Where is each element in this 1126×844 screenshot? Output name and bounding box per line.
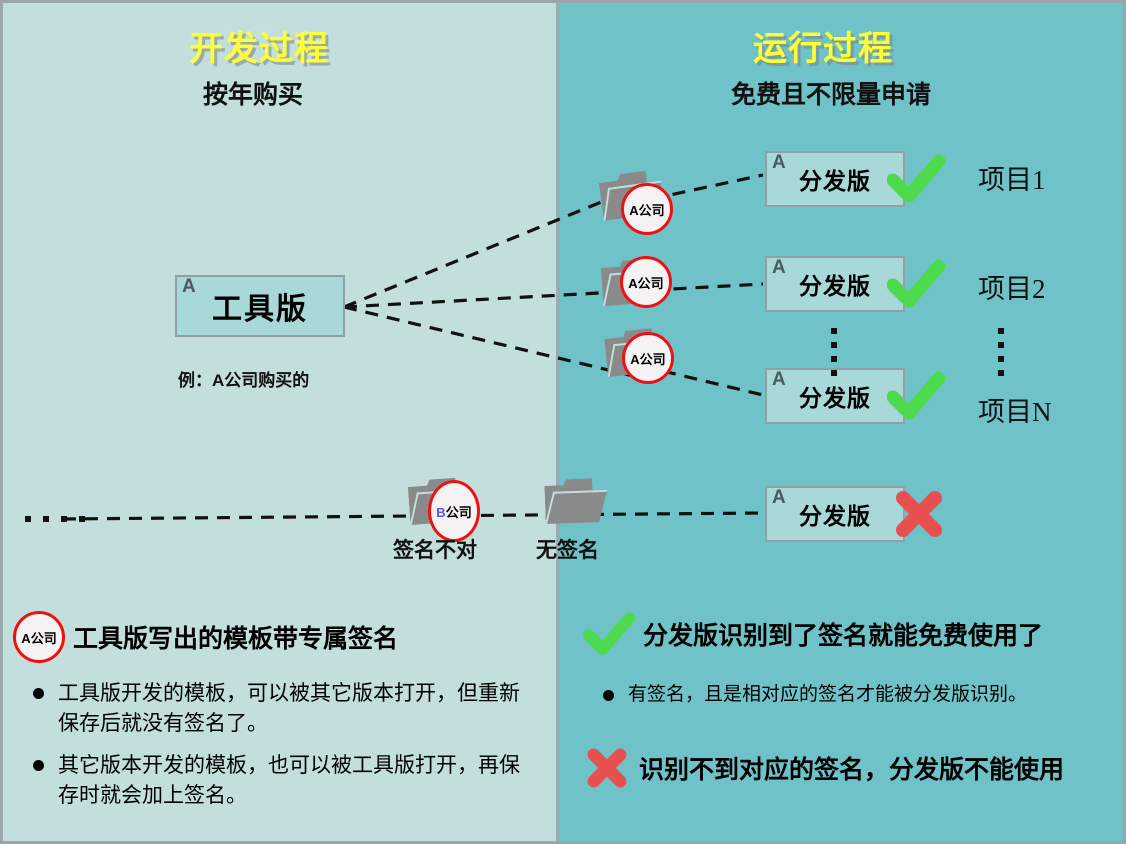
distribution-label: 分发版 [799,168,871,194]
distribution-corner-label: A [772,487,786,508]
legend-signature-badge: A公司 [13,611,65,663]
tool-version-label: 工具版 [212,293,308,326]
legend-right-heading-fail: 识别不到对应的签名，分发版不能使用 [639,756,1065,784]
signature-badge-3: A公司 [622,332,674,384]
check-icon-3 [887,370,945,422]
distribution-box-1[interactable]: A 分发版 [765,151,905,207]
development-column-background [3,3,560,841]
development-column-title: 开发过程 [189,30,329,68]
vertical-ellipsis-right [998,328,1004,376]
cross-icon-legend [583,745,631,791]
folder-front-icon [545,489,608,525]
bullet-dot-icon [603,690,614,701]
distribution-box-3[interactable]: A 分发版 [765,368,905,424]
development-column-subtitle: 按年购买 [203,81,304,109]
check-icon-legend [583,611,635,657]
legend-left-heading-row: A公司 工具版写出的模板带专属签名 [13,611,398,663]
column-divider [556,3,560,841]
legend-left-bullet-2: 其它版本开发的模板，也可以被工具版打开，再保存时就会加上签名。 [33,751,528,812]
legend-left-heading: 工具版写出的模板带专属签名 [73,625,399,653]
distribution-corner-label: A [772,152,786,173]
legend-right-bullet-1: 有签名，且是相对应的签名才能被分发版识别。 [603,681,1103,709]
horizontal-ellipsis [25,516,85,522]
legend-left-bullet-1: 工具版开发的模板，可以被其它版本打开，但重新保存后就没有签名了。 [33,679,523,740]
distribution-corner-label: A [772,369,786,390]
signature-badge-text: A公司 [628,275,664,291]
check-icon-2 [887,258,945,310]
legend-right-bullet-1-text: 有签名，且是相对应的签名才能被分发版识别。 [628,684,1028,705]
distribution-label: 分发版 [799,503,871,529]
wrong-signature-badge-prefix: B [436,504,446,520]
signature-badge-2: A公司 [620,256,672,308]
signature-badge-text: A公司 [629,202,665,218]
distribution-label: 分发版 [799,273,871,299]
wrong-signature-badge-suffix: 公司 [445,504,472,520]
distribution-corner-label: A [772,257,786,278]
tool-version-corner-label: A [182,276,196,297]
wrong-signature-badge: B公司 [428,480,480,542]
distribution-box-2[interactable]: A 分发版 [765,256,905,312]
unsigned-folder [542,476,608,530]
tool-version-caption: 例：A公司购买的 [178,371,310,390]
project-label-2: 项目2 [978,274,1046,304]
legend-badge-suffix: 公司 [30,630,57,646]
bullet-dot-icon [33,760,44,771]
distribution-label: 分发版 [799,385,871,411]
legend-left-bullet-2-text: 其它版本开发的模板，也可以被工具版打开，再保存时就会加上签名。 [58,754,520,808]
unsigned-caption: 无签名 [536,539,599,562]
distribution-box-4[interactable]: A 分发版 [765,486,905,542]
bullet-dot-icon [33,688,44,699]
runtime-column-subtitle: 免费且不限量申请 [731,81,932,109]
signature-badge-text: A公司 [630,351,666,367]
legend-right-heading-ok-row: 分发版识别到了签名就能免费使用了 [583,611,1043,657]
tool-version-box[interactable]: A 工具版 [175,275,345,337]
legend-badge-prefix: A [21,630,31,646]
project-label-1: 项目1 [978,165,1046,195]
signature-badge-1: A公司 [621,183,673,235]
cross-icon-1 [893,488,945,540]
legend-left-bullet-1-text: 工具版开发的模板，可以被其它版本打开，但重新保存后就没有签名了。 [58,682,520,736]
runtime-column-title: 运行过程 [753,30,893,68]
legend-right-heading-ok: 分发版识别到了签名就能免费使用了 [643,622,1044,650]
wrong-signature-caption: 签名不对 [393,539,477,562]
check-icon-1 [887,153,945,205]
project-label-n: 项目N [978,397,1052,427]
vertical-ellipsis-middle [831,328,837,376]
legend-right-heading-fail-row: 识别不到对应的签名，分发版不能使用 [583,745,1064,791]
